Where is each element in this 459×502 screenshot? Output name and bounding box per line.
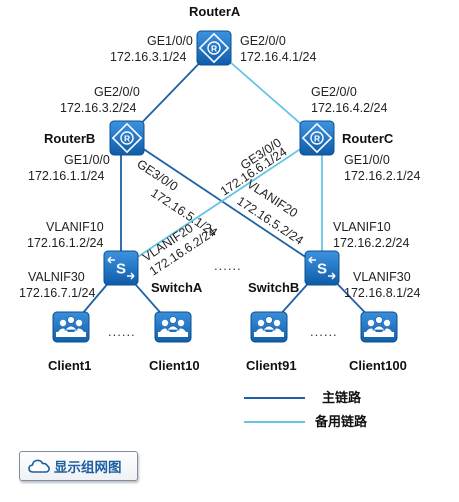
client-ellipsis-a: ...... xyxy=(108,324,136,339)
swb-vlanif30-name: VLANIF30 xyxy=(353,270,411,284)
router-b-icon xyxy=(109,120,145,156)
swb-vlanif10-name: VLANIF10 xyxy=(333,220,391,234)
switch-a-icon xyxy=(103,250,139,286)
switch-b-icon xyxy=(304,250,340,286)
backup-link-rc-swa xyxy=(120,137,318,269)
router-a-icon xyxy=(196,30,232,66)
rb-ge2-name: GE2/0/0 xyxy=(94,85,140,99)
switch-b-name: SwitchB xyxy=(248,280,299,295)
swa-vlanif30-ip: 172.16.7.1/24 xyxy=(19,286,96,300)
swb-vlanif30-ip: 172.16.8.1/24 xyxy=(344,286,421,300)
ra-ge1-ip: 172.16.3.1/24 xyxy=(110,50,187,64)
main-link-rb-swb xyxy=(126,137,323,269)
client-ellipsis-b: ...... xyxy=(310,324,338,339)
backup-link-ra-rc xyxy=(213,47,318,139)
client91-icon xyxy=(250,311,288,343)
ra-ge2-name: GE2/0/0 xyxy=(240,34,286,48)
switch-ellipsis: ...... xyxy=(214,258,242,273)
swa-vlanif10-name: VLANIF10 xyxy=(46,220,104,234)
client10-label: Client10 xyxy=(149,358,200,373)
legend: 主链路 备用链路 xyxy=(244,390,368,429)
show-topology-label: 显示组网图 xyxy=(54,460,122,476)
swa-vlanif30-name: VALNIF30 xyxy=(28,270,85,284)
swb-vlanif10-ip: 172.16.2.2/24 xyxy=(333,236,410,250)
cloud-icon xyxy=(28,459,50,473)
ra-ge1-name: GE1/0/0 xyxy=(147,34,193,48)
client100-icon xyxy=(360,311,398,343)
client1-icon xyxy=(52,311,90,343)
rc-ge1-name: GE1/0/0 xyxy=(344,153,390,167)
router-a-name: RouterA xyxy=(189,4,241,19)
client91-label: Client91 xyxy=(246,358,297,373)
legend-main-label: 主链路 xyxy=(322,390,362,405)
router-b-name: RouterB xyxy=(44,131,95,146)
rb-ge1-name: GE1/0/0 xyxy=(64,153,110,167)
swa-vlanif10-ip: 172.16.1.2/24 xyxy=(27,236,104,250)
legend-backup-label: 备用链路 xyxy=(314,414,368,429)
client100-label: Client100 xyxy=(349,358,407,373)
show-topology-button[interactable]: 显示组网图 xyxy=(19,451,138,481)
rb-ge2-ip: 172.16.3.2/24 xyxy=(60,101,137,115)
rc-ge2-name: GE2/0/0 xyxy=(311,85,357,99)
client10-icon xyxy=(154,311,192,343)
rc-ge2-ip: 172.16.4.2/24 xyxy=(311,101,388,115)
rc-ge1-ip: 172.16.2.1/24 xyxy=(344,169,421,183)
rb-ge1-ip: 172.16.1.1/24 xyxy=(28,169,105,183)
client1-label: Client1 xyxy=(48,358,91,373)
router-c-name: RouterC xyxy=(342,131,394,146)
ra-ge2-ip: 172.16.4.1/24 xyxy=(240,50,317,64)
switch-a-name: SwitchA xyxy=(151,280,203,295)
router-c-icon xyxy=(299,120,335,156)
